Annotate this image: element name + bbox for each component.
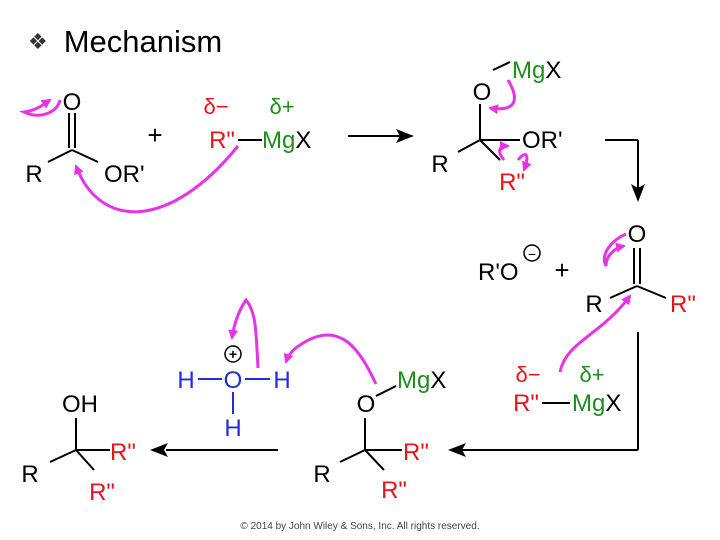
ester-structure: O R OR' (25, 89, 144, 188)
electron-arrow-icon (516, 153, 532, 172)
grignard-reagent: δ− δ+ R" MgX (513, 362, 621, 417)
bond (492, 61, 511, 71)
reaction-arrowhead-icon (448, 443, 466, 457)
reaction-arrowhead-icon (150, 443, 168, 457)
ketone-structure: O R R" (585, 221, 696, 318)
partial-positive-label: δ+ (579, 362, 604, 387)
positive-charge-icon (224, 345, 242, 363)
electron-arrow-icon (488, 79, 516, 115)
slide-title: Mechanism (63, 24, 223, 59)
grignard-reagent: δ− δ+ R" MgX (203, 94, 311, 154)
atom-label: OR' (104, 161, 145, 188)
hydroxyl-label: OH (62, 391, 98, 418)
negative-charge-sign: − (528, 246, 536, 262)
bond (375, 385, 397, 397)
atom-label: O (63, 89, 82, 116)
positive-charge-sign: + (229, 346, 237, 362)
r-double-prime-label: R" (89, 479, 115, 506)
atom-label: O (224, 367, 243, 394)
bond (49, 449, 77, 463)
electron-arrow-icon (19, 98, 62, 117)
r-double-prime-label: R" (403, 439, 429, 466)
bond (75, 449, 95, 471)
atom-label: R (313, 461, 330, 488)
atom-label: O (628, 221, 647, 248)
bond (71, 149, 99, 163)
electron-arrow-icon (283, 333, 378, 385)
magnesium-halide-label: MgX (397, 367, 446, 394)
r-double-prime-label: R" (499, 169, 525, 196)
bond (609, 285, 638, 299)
partial-negative-label: δ− (203, 94, 228, 119)
grignard-formula: MgX (262, 127, 311, 154)
atom-label: H (273, 367, 290, 394)
electron-arrow-icon (498, 141, 510, 161)
bond (457, 139, 481, 153)
atom-label: R (585, 291, 602, 318)
bond (636, 285, 667, 299)
alkoxide-label: R'O (478, 259, 519, 286)
atom-label: R (431, 151, 448, 178)
electron-arrow-icon (603, 232, 627, 267)
tetrahedral-intermediate: O MgX R OR' R" (431, 57, 562, 196)
atom-label: H (224, 415, 241, 442)
r-double-prime-label: R" (110, 439, 136, 466)
negative-charge-icon (523, 244, 541, 262)
atom-label: R (21, 461, 38, 488)
alkoxide-intermediate: O MgX R R" R" (313, 367, 446, 504)
grignard-formula: MgX (572, 390, 621, 417)
reaction-arrowhead-icon (631, 184, 645, 202)
electron-arrow-icon (74, 145, 240, 214)
bond (364, 449, 385, 471)
bond (479, 139, 501, 161)
atom-label: R (25, 161, 42, 188)
copyright-notice: © 2014 by John Wiley & Sons, Inc. All ri… (240, 521, 480, 532)
magnesium-halide-label: MgX (512, 57, 561, 84)
plus-sign: + (147, 120, 162, 150)
electron-arrow-icon (558, 294, 632, 373)
tertiary-alcohol-product: OH R R" R" (21, 391, 136, 506)
plus-sign: + (554, 255, 569, 285)
r-double-prime-label: R" (381, 477, 407, 504)
atom-label: O (473, 79, 492, 106)
atom-label: OR' (522, 127, 563, 154)
atom-label: H (177, 367, 194, 394)
electron-arrow-icon (228, 297, 260, 369)
partial-positive-label: δ+ (269, 94, 294, 119)
diamond-bullet-icon: ❖ (28, 29, 48, 55)
r-double-prime-label: R" (670, 291, 696, 318)
r-double-prime-label: R" (209, 127, 235, 154)
bond (47, 149, 73, 163)
bond (339, 449, 366, 463)
partial-negative-label: δ− (515, 362, 540, 387)
r-double-prime-label: R" (513, 390, 539, 417)
hydronium-ion: H O H H + (177, 345, 291, 442)
reaction-arrowhead-icon (396, 129, 414, 143)
atom-label: O (357, 391, 376, 418)
slide-heading: ❖ Mechanism (28, 20, 222, 64)
